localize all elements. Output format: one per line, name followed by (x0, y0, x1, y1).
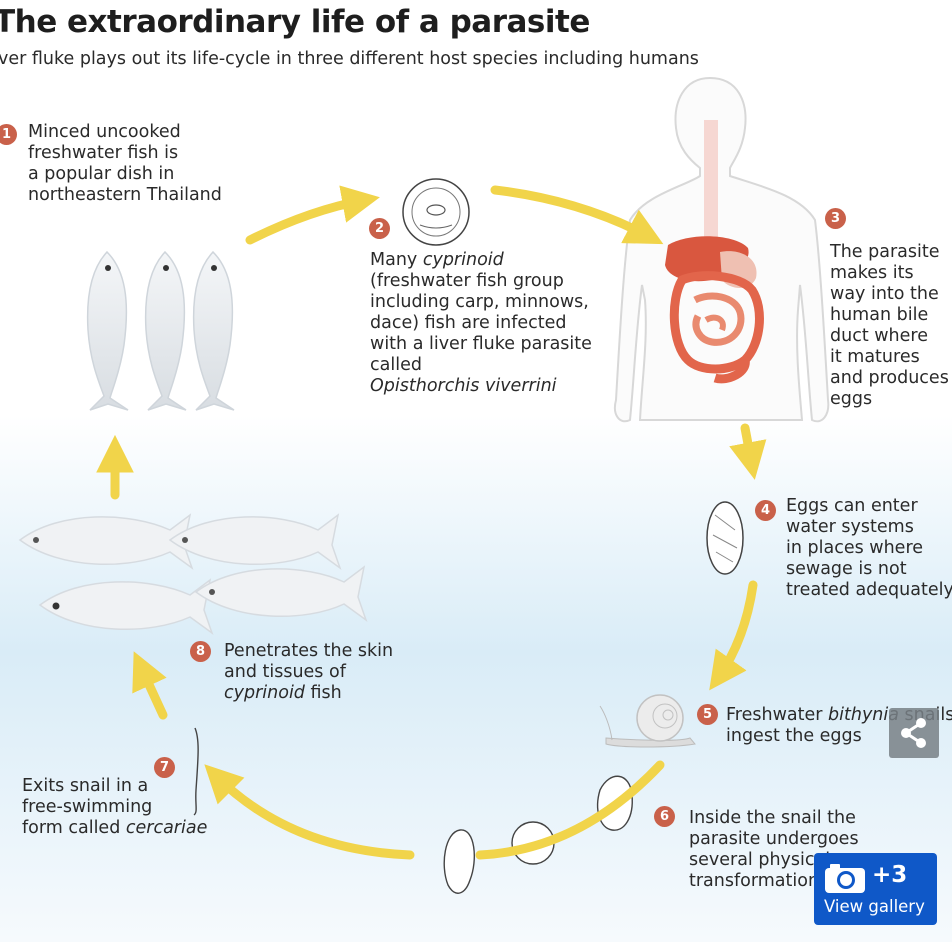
step-2-line: (freshwater fish group (370, 271, 564, 291)
step-6-text: Inside the snail the parasite undergoes … (689, 808, 859, 892)
step-3-line: The parasite (830, 242, 940, 262)
gallery-label: View gallery (824, 897, 925, 916)
step-4-text: Eggs can enter water systems in places w… (786, 496, 952, 601)
infographic-title: The extraordinary life of a parasite (0, 4, 590, 40)
step-2-badge: 2 (369, 218, 390, 239)
step-8-line: Penetrates the skin (224, 641, 394, 661)
step-7-italic: cercariae (125, 818, 208, 838)
step-5-badge: 5 (697, 704, 718, 725)
step-2-line: with a liver fluke parasite (370, 334, 592, 354)
step-3-line: duct where (830, 326, 928, 346)
step-4-line: treated adequately (786, 580, 952, 600)
camera-icon (825, 864, 865, 893)
step-5-line: Freshwater bithynia snails (726, 705, 952, 726)
step-2-line: including carp, minnows, (370, 292, 589, 312)
step-6-line: transformations (689, 871, 829, 891)
step-2-italic: cyprinoid (422, 250, 504, 270)
step-1-line: a popular dish in (28, 164, 175, 184)
step-3-line: and produces (830, 368, 949, 388)
step-2-species: Opisthorchis viverrini (370, 376, 557, 396)
step-8-suffix: fish (304, 683, 342, 703)
step-4-badge: 4 (755, 500, 776, 521)
snail-illustration (599, 694, 696, 748)
step-7-line: Exits snail in a (22, 776, 149, 796)
step-8-italic: cyprinoid (224, 683, 305, 703)
step-6-line: Inside the snail the (689, 808, 856, 828)
step-8-badge: 8 (190, 641, 211, 662)
step-8-line: cyprinoid fish (224, 683, 393, 704)
step-2-line: called (370, 355, 422, 375)
step-1-line: Minced uncooked (28, 122, 181, 142)
step-3-badge: 3 (825, 208, 846, 229)
step-3-line: it matures (830, 347, 920, 367)
step-5-prefix: Freshwater (726, 705, 829, 725)
step-2-prefix: Many (370, 250, 423, 270)
esophagus (704, 120, 718, 240)
step-6-line: several physical (689, 850, 831, 870)
step-5-italic: bithynia (828, 705, 899, 725)
step-3-text: The parasite makes its way into the huma… (830, 242, 949, 410)
step-4-line: sewage is not (786, 559, 907, 579)
swimming-fish-illustration (18, 513, 368, 636)
step-2-line: Many cyprinoid (370, 250, 592, 271)
step-7-line: free-swimming (22, 797, 153, 817)
step-7-text: Exits snail in a free-swimming form call… (22, 776, 207, 839)
life-cycle-arrows (96, 185, 767, 860)
step-4-line: water systems (786, 517, 914, 537)
step-1-line: freshwater fish is (28, 143, 179, 163)
step-4-line: in places where (786, 538, 924, 558)
step-4-line: Eggs can enter (786, 496, 918, 516)
infographic-subtitle: ver fluke plays out its life-cycle in th… (0, 49, 699, 69)
digestive-organs-illustration (665, 236, 764, 384)
step-3-line: eggs (830, 389, 873, 409)
step-5-text: Freshwater bithynia snails ingest the eg… (726, 705, 952, 747)
step-3-line: way into the (830, 284, 939, 304)
step-6-badge: 6 (654, 806, 675, 827)
gallery-count: +3 (872, 862, 908, 888)
step-8-text: Penetrates the skin and tissues of cypri… (224, 641, 393, 704)
parasite-egg-icon (706, 501, 744, 575)
step-5-line: ingest the eggs (726, 726, 862, 746)
step-7-prefix: form called (22, 818, 126, 838)
step-1-line: northeastern Thailand (28, 185, 222, 205)
step-7-line: form called cercariae (22, 818, 207, 839)
hanging-fish-illustration (86, 250, 235, 411)
step-1-text: Minced uncooked freshwater fish is a pop… (28, 122, 222, 206)
view-gallery-button[interactable]: +3 View gallery (814, 853, 937, 925)
step-3-line: makes its (830, 263, 914, 283)
step-7-badge: 7 (154, 757, 175, 778)
step-2-line: dace) fish are infected (370, 313, 567, 333)
share-icon (901, 718, 926, 748)
microscope-slide-icon (402, 178, 470, 246)
step-8-line: and tissues of (224, 662, 346, 682)
step-1-badge: 1 (0, 124, 17, 145)
step-2-text: Many cyprinoid (freshwater fish group in… (370, 250, 592, 397)
step-3-line: human bile (830, 305, 929, 325)
share-button[interactable] (889, 708, 939, 758)
step-6-line: parasite undergoes (689, 829, 859, 849)
